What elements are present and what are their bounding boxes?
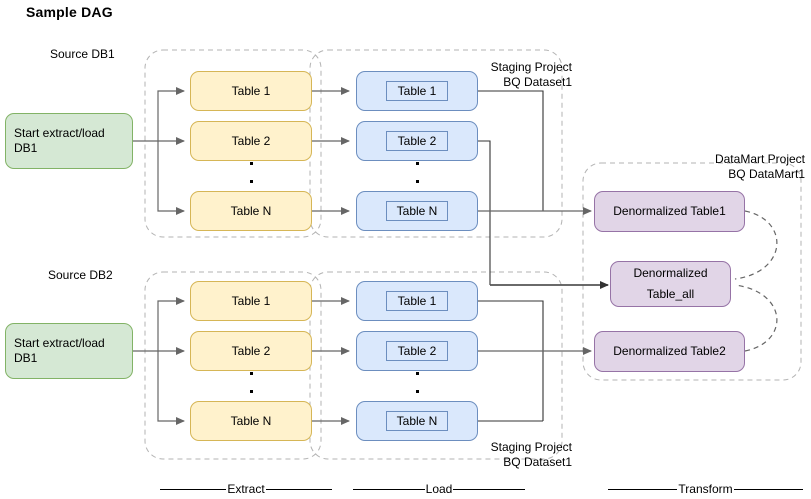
label-staging-bottom-line2: BQ Dataset1	[503, 455, 572, 469]
node-load-top-table-n[interactable]: Table N	[356, 191, 478, 231]
edge-start1-to-tn	[157, 141, 185, 215]
stage-rule-left-load	[353, 488, 425, 490]
edge-ldtop2-out	[478, 140, 491, 285]
denormalized-table-all-line2: Table_all	[646, 287, 695, 301]
node-extract-top-table-2[interactable]: Table 2	[190, 121, 312, 161]
node-denormalized-table1[interactable]: Denormalized Table1	[594, 191, 745, 232]
node-start-extract-load-db2[interactable]: Start extract/load DB1	[5, 323, 133, 379]
node-denormalized-table2[interactable]: Denormalized Table2	[594, 331, 745, 372]
denormalized-table-all-line1: Denormalized	[633, 266, 708, 280]
stage-load-text: Load	[425, 482, 453, 496]
stage-transform-text: Transform	[678, 482, 733, 496]
edge-ldtop1-out	[478, 90, 544, 211]
stage-label-transform: Transform	[608, 482, 804, 496]
stage-label-extract: Extract	[160, 482, 332, 496]
node-extract-top-table-n[interactable]: Table N	[190, 191, 312, 231]
ellipsis-load-top	[415, 162, 419, 183]
inner-box-load-top-table-2: Table 2	[386, 131, 448, 151]
label-source-db1: Source DB1	[50, 47, 115, 61]
node-extract-bottom-table-1[interactable]: Table 1	[190, 281, 312, 321]
node-extract-bottom-table-n[interactable]: Table N	[190, 401, 312, 441]
inner-box-load-bottom-table-2: Table 2	[386, 341, 448, 361]
node-load-bottom-table-n[interactable]: Table N	[356, 401, 478, 441]
node-start-extract-load-db1[interactable]: Start extract/load DB1	[5, 113, 133, 169]
label-source-db2: Source DB2	[48, 268, 113, 282]
stage-rule-right-extract	[265, 488, 332, 490]
page-title: Sample DAG	[26, 4, 113, 20]
label-datamart-line2: BQ DataMart1	[728, 167, 805, 181]
start-db2-line2: DB1	[14, 351, 38, 365]
node-denormalized-table-all[interactable]: Denormalized Table_all	[610, 261, 731, 307]
stage-rule-left-extract	[160, 488, 227, 490]
edge-start1-to-t1	[157, 87, 185, 141]
inner-box-load-bottom-table-1: Table 1	[386, 291, 448, 311]
edge-start2-to-tn	[157, 351, 185, 425]
edge-ldbot1-out	[478, 300, 544, 421]
start-db1-line2: DB1	[14, 141, 38, 155]
node-load-top-table-2[interactable]: Table 2	[356, 121, 478, 161]
edge-start2-to-t1	[157, 297, 185, 351]
label-datamart: DataMart Project BQ DataMart1	[650, 152, 805, 182]
start-db2-line1: Start extract/load	[14, 336, 105, 350]
label-staging-top-line2: BQ Dataset1	[503, 75, 572, 89]
inner-box-load-top-table-n: Table N	[386, 201, 448, 221]
ellipsis-extract-top	[249, 162, 253, 183]
stage-rule-right-load	[453, 488, 526, 490]
label-staging-top-line1: Staging Project	[490, 60, 572, 74]
label-datamart-line1: DataMart Project	[714, 152, 805, 166]
inner-box-load-top-table-1: Table 1	[386, 81, 448, 101]
stage-rule-left-transform	[608, 488, 678, 490]
inner-box-load-bottom-table-n: Table N	[386, 411, 448, 431]
node-load-bottom-table-1[interactable]: Table 1	[356, 281, 478, 321]
stage-extract-text: Extract	[227, 482, 265, 496]
start-db1-line1: Start extract/load	[14, 126, 105, 140]
ellipsis-load-bottom	[415, 372, 419, 393]
label-staging-bottom: Staging Project BQ Dataset1	[440, 440, 572, 470]
node-extract-bottom-table-2[interactable]: Table 2	[190, 331, 312, 371]
stage-label-load: Load	[353, 482, 526, 496]
stage-rule-right-transform	[733, 488, 804, 490]
label-staging-bottom-line1: Staging Project	[490, 440, 572, 454]
node-load-bottom-table-2[interactable]: Table 2	[356, 331, 478, 371]
label-staging-top: Staging Project BQ Dataset1	[440, 60, 572, 90]
node-extract-top-table-1[interactable]: Table 1	[190, 71, 312, 111]
ellipsis-extract-bottom	[249, 372, 253, 393]
